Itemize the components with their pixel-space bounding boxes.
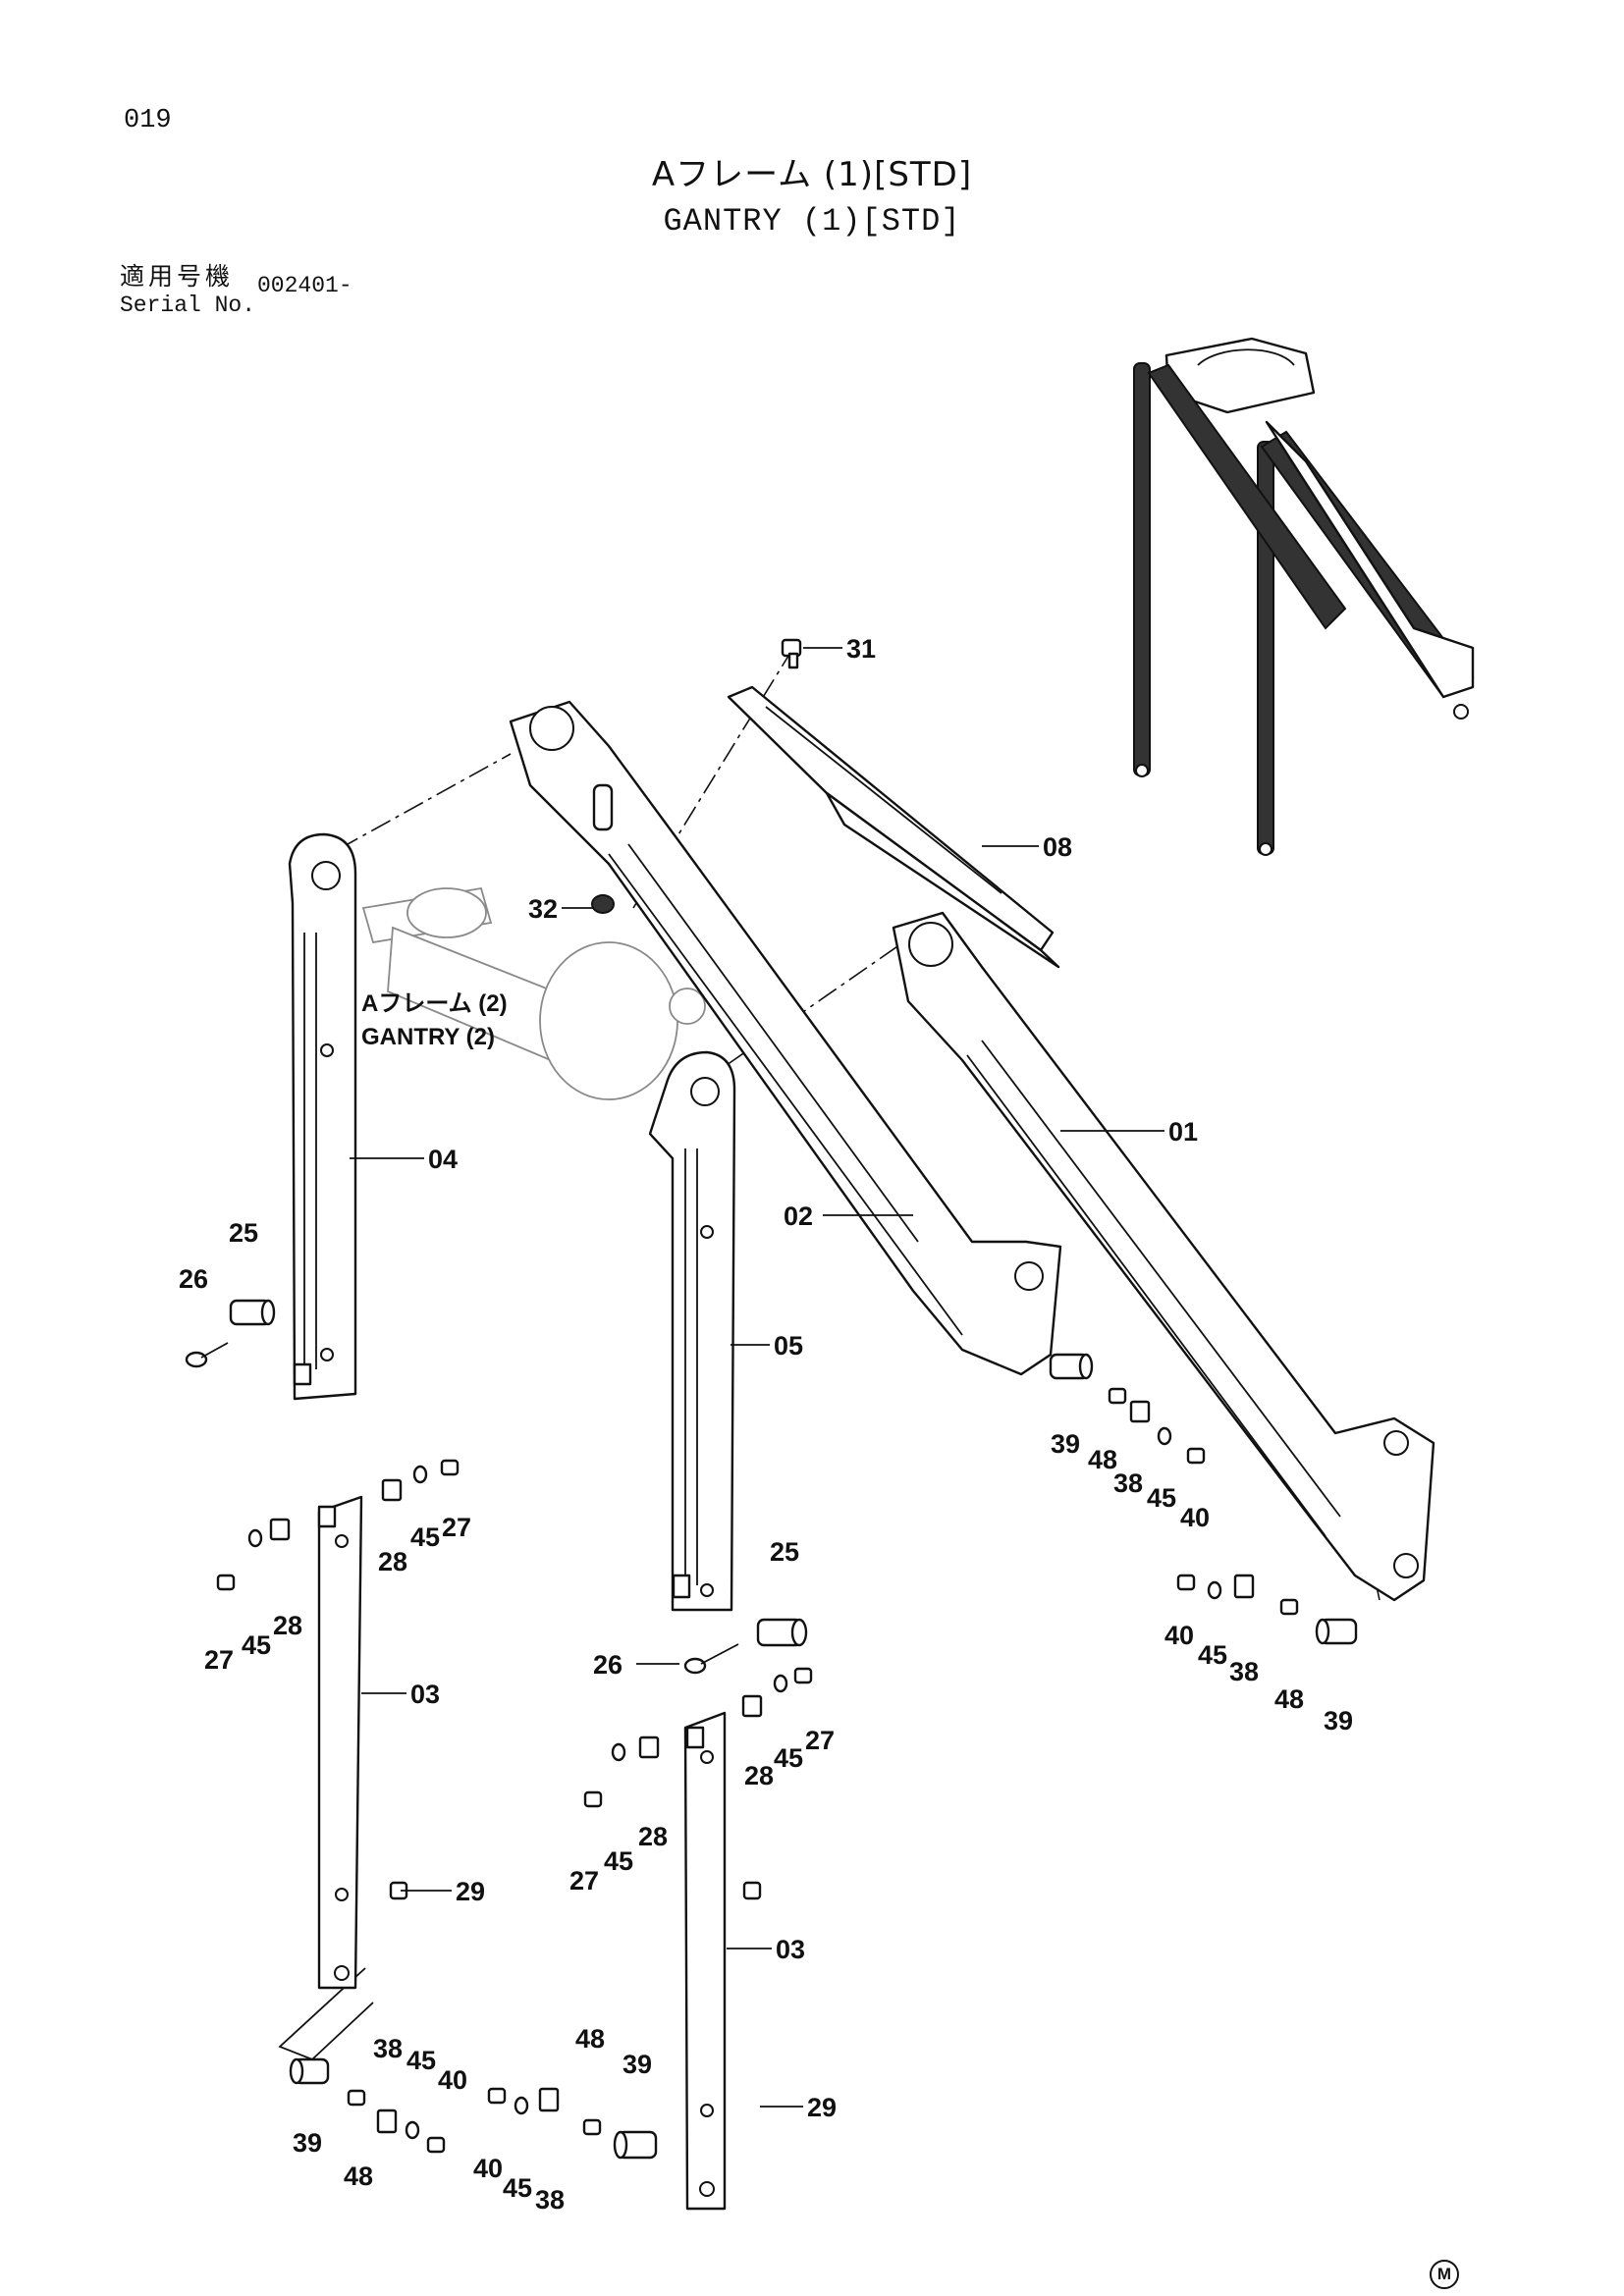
callout-31: 31 [846,634,876,664]
callout-05: 05 [774,1331,803,1361]
page-number: 019 [124,106,172,135]
pin-25-left [229,1299,276,1326]
callout-40-c: 40 [438,2065,467,2095]
callout-45-h: 45 [503,2173,532,2203]
callout-39-a: 39 [1051,1429,1080,1459]
part-04-rod [288,832,357,1401]
page-title-english: GANTRY (1)[STD] [663,203,961,240]
pin-39-lower-mid [613,2130,658,2160]
serial-label-english: Serial No. [120,293,256,318]
reference-gantry-2-outline [361,886,706,1100]
callout-29-right: 29 [807,2093,837,2122]
callout-03-left: 03 [410,1680,440,1709]
callout-38-d: 38 [535,2185,565,2215]
callout-28-a: 28 [378,1547,407,1576]
pin-25-middle [756,1618,808,1647]
serial-label-japanese: 適用号機 [120,262,235,291]
callout-01: 01 [1168,1117,1198,1147]
reference-label-jp: Aフレーム (2) [361,990,508,1017]
leader-lines [350,647,1164,2108]
callout-27-a: 27 [442,1513,471,1542]
callout-45-f: 45 [1198,1640,1227,1670]
cotter-26-middle [683,1643,739,1675]
callout-25-middle: 25 [770,1537,799,1567]
callout-40-a: 40 [1180,1503,1210,1532]
callout-48-d: 48 [575,2024,605,2054]
serial-number-value: 002401- [257,273,352,298]
callout-28-d: 28 [638,1822,668,1851]
callout-39-c: 39 [293,2128,322,2158]
assembled-gantry-view [1133,337,1475,856]
bolt-31 [781,638,802,669]
callout-40-b: 40 [1164,1621,1194,1650]
callout-45-a: 45 [410,1522,440,1552]
reference-label-en: GANTRY (2) [361,1024,495,1050]
pin-39-right [1315,1618,1358,1645]
part-02-leg [509,700,1062,1376]
callout-39-b: 39 [1324,1706,1353,1735]
part-05-rod [648,1050,736,1612]
callout-27-d: 27 [569,1866,599,1896]
title-block: Aフレーム (1)[STD] GANTRY (1)[STD] [0,147,1624,240]
callout-45-b: 45 [242,1630,271,1660]
callout-32: 32 [528,894,558,924]
callout-28-b: 28 [273,1611,302,1640]
callout-27-c: 27 [805,1726,835,1755]
callout-26-left: 26 [179,1264,208,1294]
nut-32 [591,894,615,914]
callout-26-middle: 26 [593,1650,623,1680]
pin-39-upper [1049,1353,1094,1380]
callout-40-d: 40 [473,2154,503,2183]
callout-45-d: 45 [604,1846,633,1876]
callout-45-c: 45 [774,1743,803,1773]
callout-38-a: 38 [1113,1468,1143,1498]
callout-25-left: 25 [229,1218,258,1248]
callout-38-b: 38 [1229,1657,1259,1686]
callout-48-a: 48 [1088,1445,1117,1474]
callout-48-c: 48 [344,2162,373,2191]
pin-39-lower-left [289,2057,330,2085]
callout-labels: 31 08 32 01 02 04 05 25 26 25 26 03 03 2… [179,634,1353,2215]
callout-27-b: 27 [204,1645,234,1675]
cotter-26-left [185,1342,229,1368]
callout-39-d: 39 [623,2050,652,2079]
page-title-japanese: Aフレーム (1)[STD] [651,155,973,194]
maker-mark-circle: M [1430,2260,1459,2289]
callout-08: 08 [1043,832,1072,862]
callout-02: 02 [784,1201,813,1231]
part-03-link-right [683,1711,727,2211]
callout-45-g: 45 [406,2046,436,2075]
callout-28-c: 28 [744,1761,774,1790]
small-hardware-bolts-washers [216,1387,1299,2154]
callout-48-b: 48 [1274,1684,1304,1714]
part-03-link-left [317,1495,363,1990]
callout-29-left: 29 [456,1877,485,1906]
callout-04: 04 [428,1145,458,1174]
callout-45-e: 45 [1147,1483,1176,1513]
callout-03-right: 03 [776,1935,805,1964]
part-08-plate [727,685,1060,969]
part-01-leg [892,911,1435,1602]
callout-38-c: 38 [373,2034,403,2063]
